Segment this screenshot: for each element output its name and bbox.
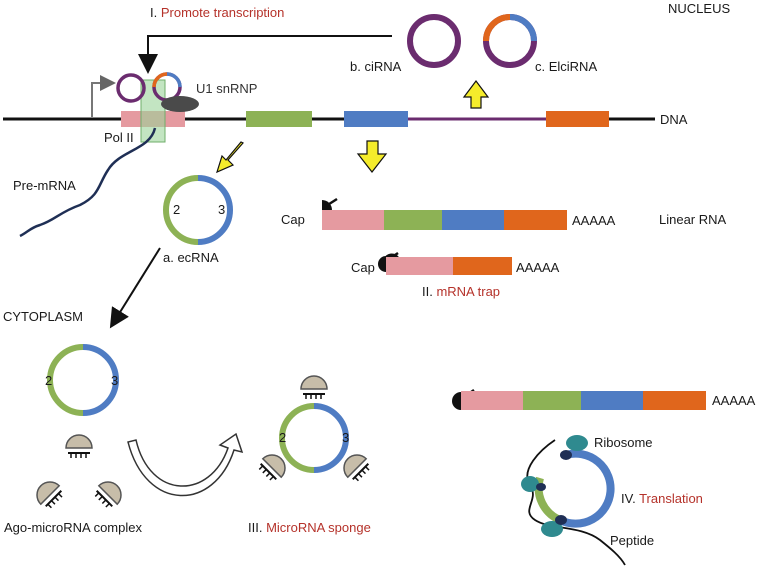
- ecrna-to-cytoplasm-arrow: [109, 247, 161, 329]
- u1-snrnp-label: U1 snRNP: [196, 81, 257, 96]
- yellow-down-arrow: [356, 140, 388, 173]
- elcirna-circle: [483, 14, 537, 68]
- curved-binding-arrow: [127, 432, 244, 497]
- linear-rna: [322, 197, 567, 230]
- mrna-trap-label: II. mRNA trap: [422, 284, 500, 299]
- ecrna-label: a. ecRNA: [163, 250, 219, 265]
- exon-green: [246, 111, 312, 127]
- pre-mrna-strand: [19, 127, 157, 238]
- peptide-label: Peptide: [610, 533, 654, 548]
- sponge-circrna: [279, 403, 349, 473]
- dna-label: DNA: [660, 112, 688, 127]
- cytoplasm-exon2-label: 2: [45, 373, 52, 388]
- translation-circrna: [534, 449, 615, 528]
- ribosome-1: [566, 435, 588, 451]
- translation-polya: AAAAA: [712, 393, 756, 408]
- sponge-exon3-label: 3: [342, 430, 349, 445]
- yellow-diagonal-arrow: [216, 141, 244, 174]
- pre-mrna-label: Pre-mRNA: [13, 178, 76, 193]
- linear-rna-label: Linear RNA: [659, 212, 727, 227]
- sponge-exon2-label: 2: [279, 430, 286, 445]
- cytoplasm-exon3-label: 3: [111, 373, 118, 388]
- ribosome-2: [521, 476, 539, 492]
- exon-orange: [546, 111, 609, 127]
- cytoplasm-label: CYTOPLASM: [3, 309, 83, 324]
- mrna-trap-cap-label: Cap: [351, 260, 375, 275]
- cirna-circle: [407, 14, 461, 68]
- yellow-up-arrow: [462, 80, 490, 109]
- promoter-arrow: [91, 75, 116, 117]
- mrna-trap-rna: [378, 251, 512, 275]
- ribosome-3: [541, 521, 563, 537]
- microrna-sponge-label: III. MicroRNA sponge: [248, 520, 371, 535]
- translation-linear-rna: [452, 388, 706, 410]
- cytoplasm-circrna: [47, 344, 119, 416]
- ecrna-circle: [163, 175, 233, 245]
- ago-complex-left: [36, 481, 63, 509]
- ribosome-label: Ribosome: [594, 435, 653, 450]
- pol-ii-label: Pol II: [104, 130, 134, 145]
- cirna-label: b. ciRNA: [350, 59, 402, 74]
- sponge-ago-left: [258, 454, 286, 481]
- exon-blue: [344, 111, 408, 127]
- linear-rna-cap-label: Cap: [281, 212, 305, 227]
- promote-transcription-label: I. Promote transcription: [150, 5, 284, 20]
- mrna-trap-polya: AAAAA: [516, 260, 560, 275]
- ecrna-exon3-label: 3: [218, 202, 225, 217]
- ribosome-1-small: [560, 450, 572, 460]
- u1-snrnp-shape: [161, 96, 199, 112]
- sponge-ago-top: [300, 375, 328, 399]
- translation-label: IV. Translation: [621, 491, 703, 506]
- ago-complex-top: [65, 434, 93, 458]
- sponge-ago-right: [343, 454, 370, 482]
- ecrna-exon2-label: 2: [173, 202, 180, 217]
- small-cirna-circle: [116, 73, 146, 103]
- elcirna-label: c. ElciRNA: [535, 59, 597, 74]
- ago-complex-label: Ago-microRNA complex: [4, 520, 142, 535]
- peptide-chain: [526, 439, 626, 566]
- ribosome-2-small: [536, 483, 546, 491]
- nucleus-label: NUCLEUS: [668, 1, 730, 16]
- ribosome-3-small: [555, 515, 567, 525]
- linear-rna-polya: AAAAA: [572, 213, 616, 228]
- ago-complex-right: [94, 481, 122, 508]
- promote-transcription-arrow: [138, 35, 392, 74]
